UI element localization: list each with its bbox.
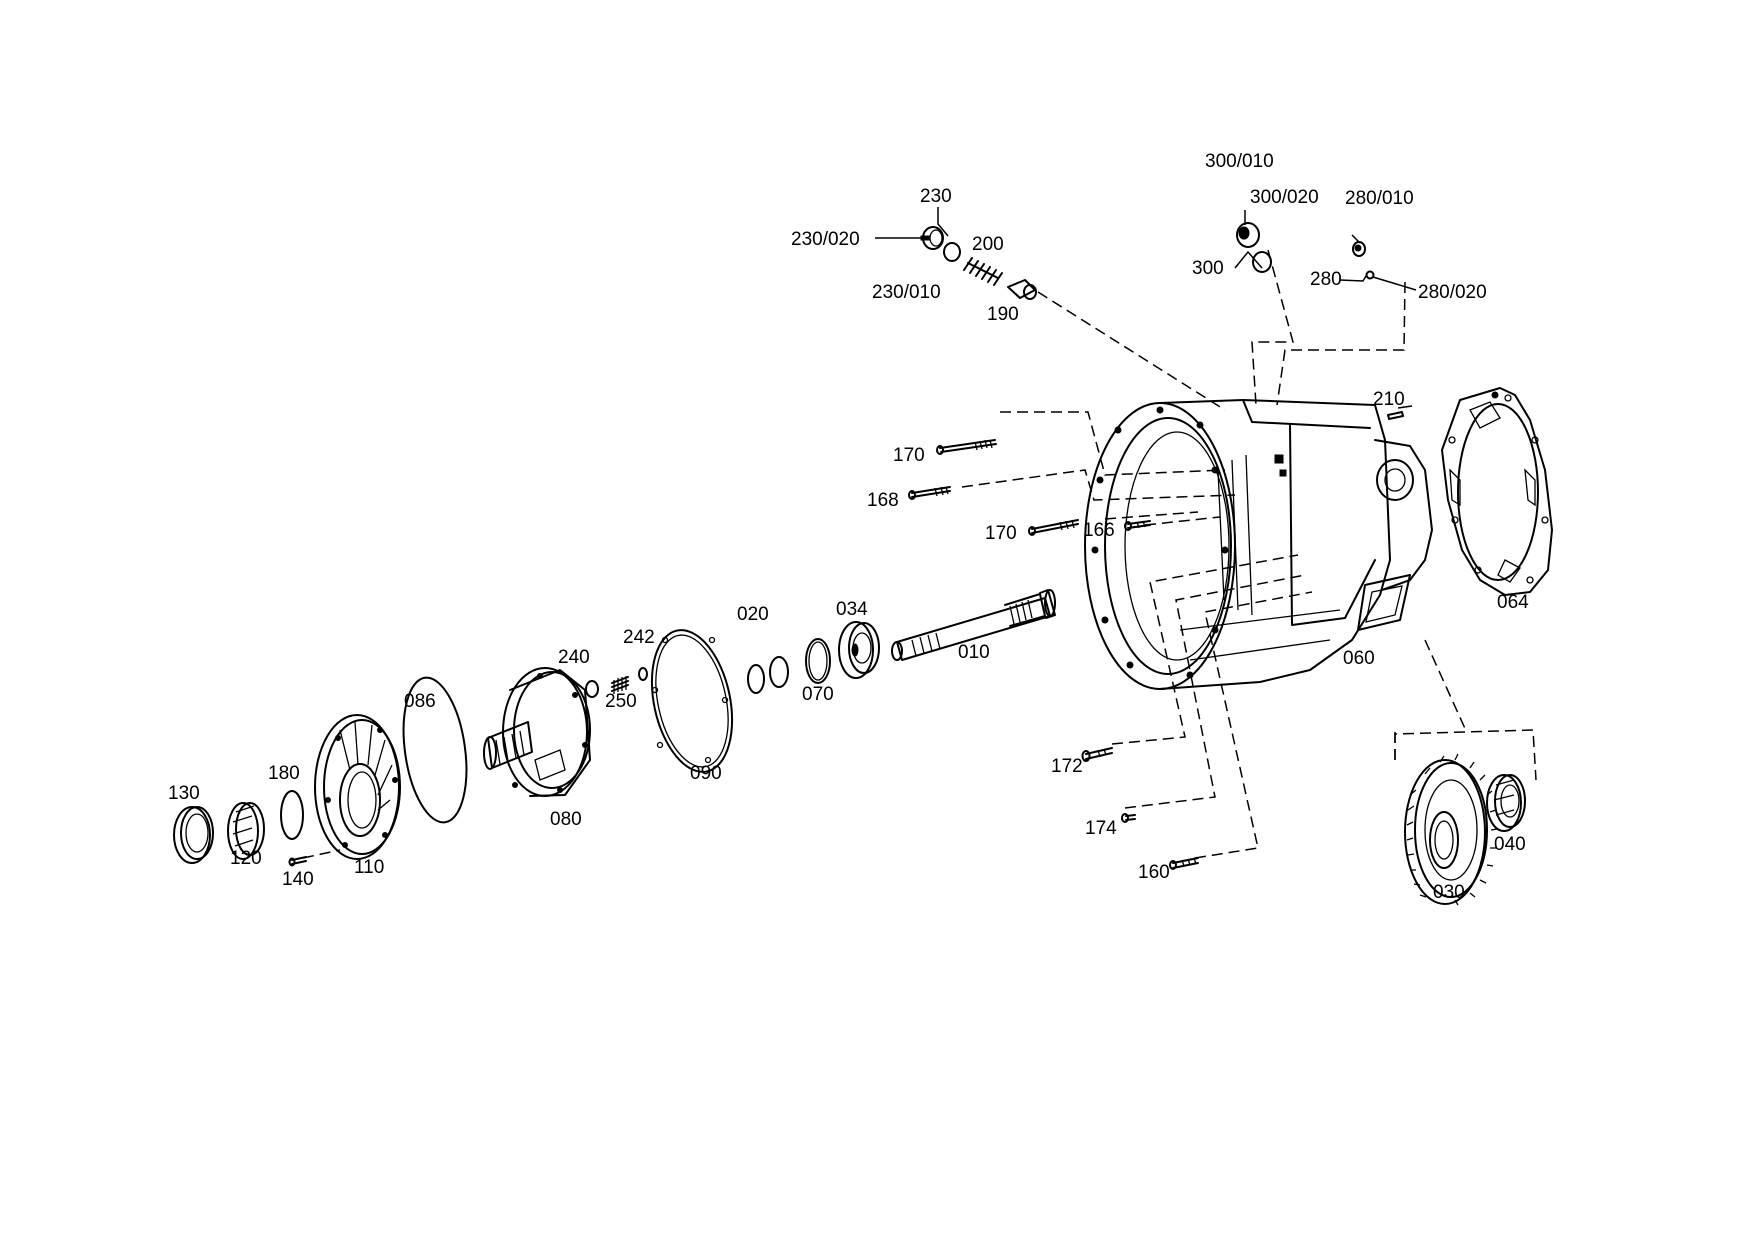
label-080: 080 [550,809,582,830]
label-200: 200 [972,234,1004,255]
label-090: 090 [690,763,722,784]
label-070: 070 [802,684,834,705]
part-242 [638,667,648,681]
label-190: 190 [987,304,1019,325]
group-brackets [875,207,1417,409]
gasket-064 [1441,387,1553,596]
bolt-174 [1121,813,1136,823]
label-030: 030 [1433,882,1465,903]
label-300: 300 [1192,258,1224,279]
cover-110 [314,714,401,860]
label-230-020: 230/020 [791,229,860,250]
pump-housing-080 [483,667,591,797]
label-230-010: 230/010 [872,282,941,303]
housing-060 [1084,399,1433,690]
callout-labels: 300/010 300/020 300 280/010 280 280/020 … [168,151,1529,903]
bolt-160 [1169,857,1199,870]
label-064: 064 [1497,592,1529,613]
label-166: 166 [1083,520,1115,541]
ring-180 [280,790,304,840]
label-110: 110 [354,857,384,878]
part-300-020-ring [1252,251,1272,273]
bearing-120 [227,802,265,860]
part-230-cap [920,226,944,250]
bolt-210 [1387,411,1404,420]
label-280-010: 280/010 [1345,188,1414,209]
bearing-034 [838,621,880,679]
label-086: 086 [404,691,436,712]
part-300-010-plug [1236,222,1260,248]
gasket-090 [650,629,734,773]
ring-070 [805,638,831,684]
bolt-172 [1081,747,1113,762]
label-242: 242 [623,627,655,648]
label-280-020: 280/020 [1418,282,1487,303]
label-140: 140 [282,869,314,890]
label-170-upper: 170 [893,445,925,466]
label-040: 040 [1494,834,1526,855]
bolt-170-upper [936,439,997,455]
label-170-lower: 170 [985,523,1017,544]
label-230: 230 [920,186,952,207]
label-120: 120 [230,848,262,869]
label-010: 010 [958,642,990,663]
label-180: 180 [268,763,300,784]
label-280: 280 [1310,269,1342,290]
screw-140 [288,856,307,867]
seal-130 [173,806,214,864]
label-034: 034 [836,599,868,620]
label-020: 020 [737,604,769,625]
part-240 [585,680,599,698]
label-210: 210 [1373,389,1405,410]
label-060: 060 [1343,648,1375,669]
part-190-plug [1007,279,1037,300]
bearing-040 [1486,774,1526,832]
part-200-spring [963,257,1003,286]
bolt-168 [908,486,951,500]
label-240: 240 [558,647,590,668]
label-130: 130 [168,783,200,804]
label-300-020: 300/020 [1250,187,1319,208]
label-160: 160 [1138,862,1170,883]
label-250: 250 [605,691,637,712]
label-168: 168 [867,490,899,511]
shaft-010 [891,589,1056,661]
bolt-166 [1124,520,1151,531]
part-280-010 [1352,241,1366,257]
gear-030 [1404,753,1498,906]
part-280-020 [1365,270,1375,280]
bolt-170-lower [1028,519,1079,536]
label-300-010: 300/010 [1205,151,1274,172]
part-230-010-oring [943,242,961,262]
spring-250 [611,676,629,694]
leader-lines [302,249,1537,859]
label-172: 172 [1051,756,1083,777]
label-174: 174 [1085,818,1117,839]
oring-086 [402,676,468,824]
rings-020 [747,656,789,694]
